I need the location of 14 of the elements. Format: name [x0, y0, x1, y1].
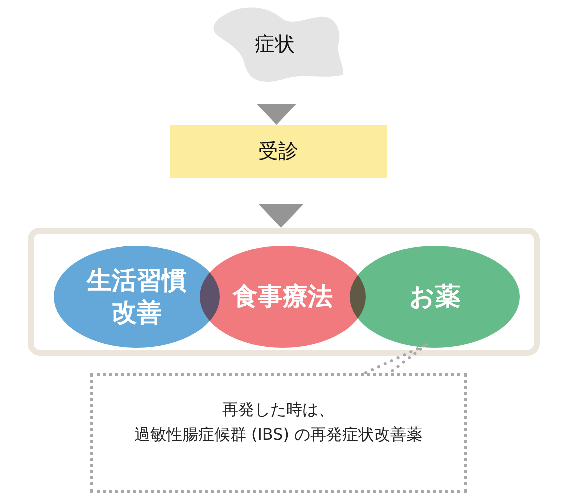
treatment-ellipse — [350, 246, 520, 348]
callout-text: 再発した時は、 — [222, 399, 334, 421]
callout-text: 過敏性腸症候群 (IBS) の再発症状改善薬 — [134, 424, 423, 446]
node-label: 生活習慣改善 — [86, 264, 188, 329]
arrow — [258, 204, 304, 228]
node-label: 食事療法 — [233, 280, 333, 313]
node-label: お薬 — [410, 280, 460, 313]
arrow — [256, 104, 297, 125]
node-label: 受診 — [258, 138, 298, 165]
process-box — [170, 125, 387, 178]
callout-box — [90, 373, 467, 493]
node-label: 症状 — [255, 30, 295, 58]
leader-line — [364, 344, 428, 374]
group-frame — [28, 228, 540, 356]
